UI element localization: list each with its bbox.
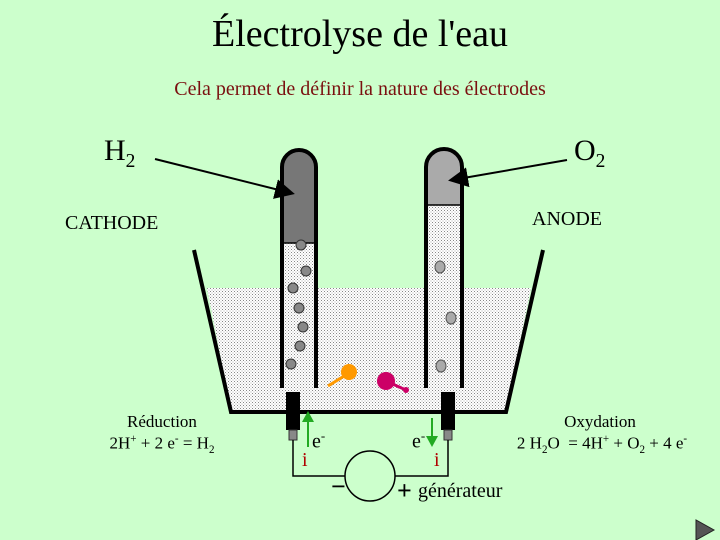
cathode-label: CATHODE: [65, 212, 159, 234]
electron-left: e-: [312, 428, 326, 453]
o2-pointer-arrow: [448, 159, 568, 188]
anode-electrode: [441, 392, 455, 441]
reduction-equation: 2H+ + 2 e- = H2: [109, 433, 215, 457]
play-next-icon[interactable]: [695, 519, 716, 540]
generator: [344, 450, 396, 502]
anode-tube: [424, 147, 464, 388]
oxygen-bubbles: [434, 260, 457, 373]
hydrogen-gas: [282, 150, 316, 243]
generator-label: générateur: [418, 480, 503, 502]
page-subtitle: Cela permet de définir la nature des éle…: [174, 78, 546, 100]
h2-label: H2: [104, 134, 136, 172]
circuit: [292, 440, 449, 502]
hydrogen-bubbles: [285, 239, 312, 370]
electron-right: e-: [412, 428, 426, 453]
oxydation-title: Oxydation: [564, 412, 636, 431]
o2-label: O2: [574, 134, 606, 172]
minus-sign: −: [331, 472, 346, 501]
h2-pointer-arrow: [154, 158, 295, 199]
anode-label: ANODE: [532, 208, 602, 230]
page-title: Électrolyse de l'eau: [212, 13, 508, 55]
beaker: [192, 249, 545, 414]
water: [207, 288, 531, 410]
plus-sign: +: [397, 476, 412, 505]
current-right-label: i: [434, 449, 440, 471]
current-arrows: [302, 411, 438, 447]
cathode-electrode: [286, 392, 300, 441]
ion-orange: [327, 364, 357, 388]
current-left-label: i: [302, 449, 308, 471]
reduction-title: Réduction: [127, 412, 197, 431]
oxygen-gas: [426, 149, 462, 205]
oxydation-equation: 2 H2O = 4H+ + O2 + 4 e-: [516, 433, 688, 457]
ion-magenta: [377, 372, 409, 393]
